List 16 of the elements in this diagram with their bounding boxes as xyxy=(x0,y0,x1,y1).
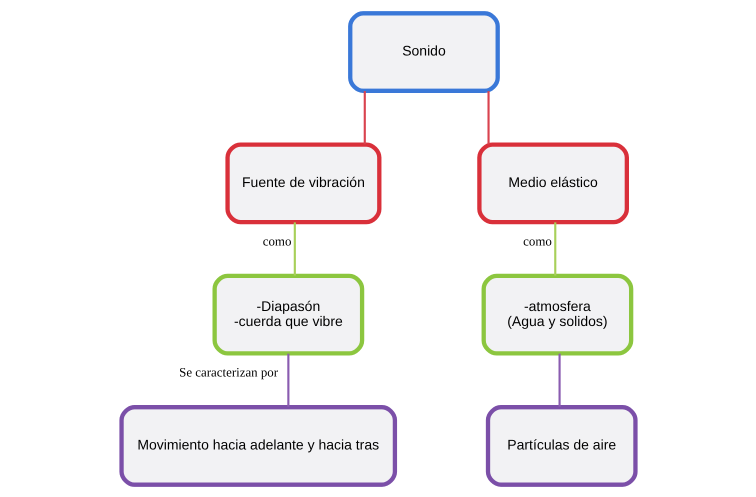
node-box: Movimiento hacia adelante y hacia tras xyxy=(118,404,397,486)
connector xyxy=(363,90,366,144)
node-box: -Diapasón -cuerda que vibre xyxy=(212,273,364,356)
node-box: Sonido xyxy=(348,10,500,92)
node-box: Fuente de vibración xyxy=(224,142,381,224)
node-box: -atmosfera (Agua y solidos) xyxy=(481,273,633,356)
connector xyxy=(293,222,296,276)
node-box: Medio elástico xyxy=(476,142,628,224)
edge-label: Se caracterizan por xyxy=(178,364,278,380)
edge-label: como xyxy=(262,232,291,248)
connector xyxy=(554,222,556,276)
connector xyxy=(286,353,289,406)
connector xyxy=(558,353,560,406)
edge-label: como xyxy=(522,232,552,248)
node-box: Partículas de aire xyxy=(485,404,638,486)
connector xyxy=(486,90,490,144)
